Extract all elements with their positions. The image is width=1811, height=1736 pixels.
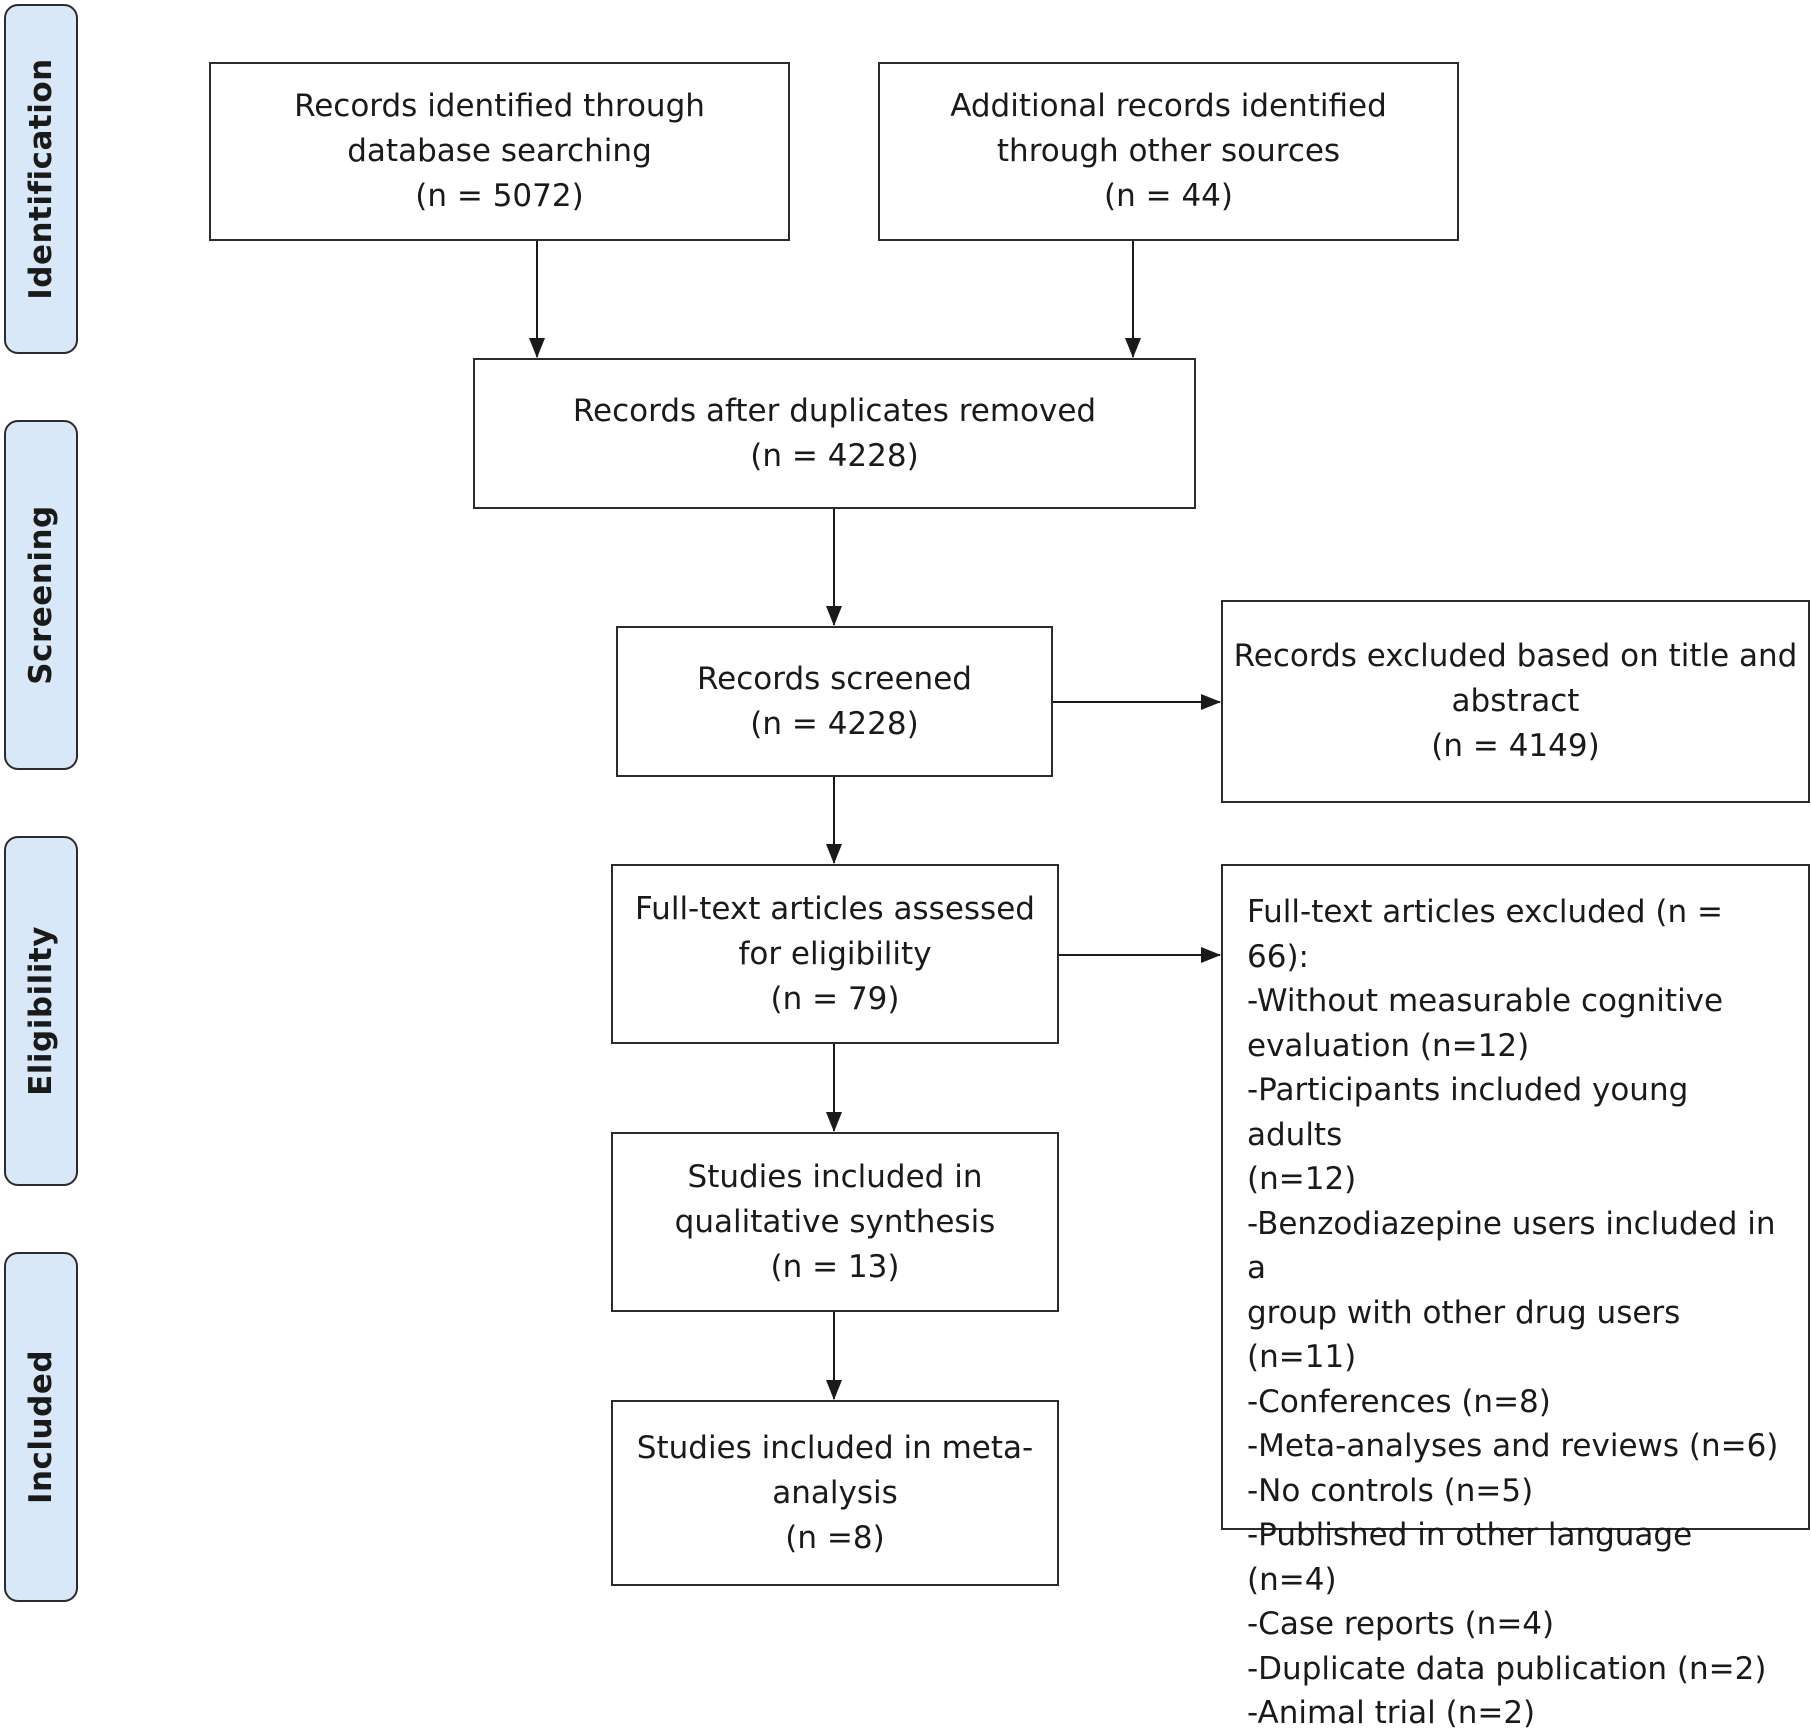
excluded-reason-line: -Case reports (n=4) <box>1247 1606 1555 1642</box>
excluded-reason-line: -Conferences (n=8) <box>1247 1383 1551 1420</box>
box-qualitative-synthesis: Studies included in qualitative synthesi… <box>611 1132 1059 1312</box>
box-meta-analysis-count: (n =8) <box>785 1519 885 1556</box>
phase-included-label: Included <box>23 1349 59 1505</box>
flow-arrows <box>529 241 1221 1400</box>
box-records-excluded-line2: abstract <box>1451 683 1580 719</box>
excluded-reason-line: -Participants included young adults <box>1247 1072 1689 1153</box>
excluded-reason-line: (n=12) <box>1247 1161 1357 1197</box>
box-database-searching-count: (n = 5072) <box>415 178 584 214</box>
phase-included: Included <box>4 1252 78 1602</box>
excluded-reason-line: -Benzodiazepine users included in a <box>1247 1205 1776 1287</box>
excluded-reason-line: -Duplicate data publication (n=2) <box>1247 1650 1767 1687</box>
phase-identification-label: Identification <box>23 58 59 300</box>
box-meta-analysis-line1: Studies included in meta- <box>636 1429 1034 1466</box>
box-duplicates-removed-count: (n = 4228) <box>750 437 919 474</box>
excluded-reason-line: -No controls (n=5) <box>1247 1472 1534 1509</box>
excluded-reason-line: -Meta-analyses and reviews (n=6) <box>1247 1428 1779 1464</box>
box-qualitative-synthesis-line2: qualitative synthesis <box>674 1203 996 1240</box>
excluded-reason-line: -Without measurable cognitive <box>1247 983 1724 1019</box>
phase-identification: Identification <box>4 4 78 354</box>
phase-eligibility: Eligibility <box>4 836 78 1186</box>
box-fulltext-excluded: Full-text articles excluded (n = 66): -W… <box>1221 864 1810 1731</box>
box-records-screened-line1: Records screened <box>697 660 972 697</box>
excluded-reason-line: evaluation (n=12) <box>1247 1027 1530 1064</box>
box-records-excluded-line1: Records excluded based on title and <box>1233 638 1798 674</box>
excluded-reason-line: -Animal trial (n=2) <box>1247 1695 1536 1731</box>
box-other-sources-count: (n = 44) <box>1104 178 1233 214</box>
box-records-excluded: Records excluded based on title and abst… <box>1221 600 1810 803</box>
phase-screening: Screening <box>4 420 78 770</box>
box-qualitative-synthesis-count: (n = 13) <box>770 1248 900 1285</box>
excluded-reason-line: Full-text articles excluded (n = 66): <box>1247 894 1723 975</box>
box-duplicates-removed-line1: Records after duplicates removed <box>572 392 1097 429</box>
phase-screening-label: Screening <box>23 505 59 685</box>
box-records-screened-count: (n = 4228) <box>750 705 919 742</box>
box-meta-analysis: Studies included in meta- analysis (n =8… <box>611 1400 1059 1586</box>
box-database-searching-line2: database searching <box>347 133 652 169</box>
box-records-excluded-count: (n = 4149) <box>1431 728 1600 764</box>
box-records-screened: Records screened (n = 4228) <box>616 626 1053 777</box>
excluded-reason-line: -Published in other language (n=4) <box>1247 1517 1693 1598</box>
box-other-sources: Additional records identified through ot… <box>878 62 1459 241</box>
box-meta-analysis-line2: analysis <box>772 1474 898 1511</box>
box-other-sources-line1: Additional records identified <box>950 88 1387 124</box>
box-qualitative-synthesis-line1: Studies included in <box>687 1158 983 1195</box>
box-fulltext-assessed: Full-text articles assessed for eligibil… <box>611 864 1059 1044</box>
box-database-searching-line1: Records identified through <box>294 88 705 124</box>
box-fulltext-assessed-count: (n = 79) <box>770 980 900 1017</box>
excluded-reason-line: group with other drug users (n=11) <box>1247 1294 1681 1376</box>
box-fulltext-assessed-line2: for eligibility <box>738 935 932 972</box>
box-other-sources-line2: through other sources <box>996 133 1341 169</box>
box-database-searching: Records identified through database sear… <box>209 62 790 241</box>
box-fulltext-assessed-line1: Full-text articles assessed <box>635 890 1035 927</box>
phase-eligibility-label: Eligibility <box>23 926 59 1096</box>
box-duplicates-removed: Records after duplicates removed (n = 42… <box>473 358 1196 509</box>
